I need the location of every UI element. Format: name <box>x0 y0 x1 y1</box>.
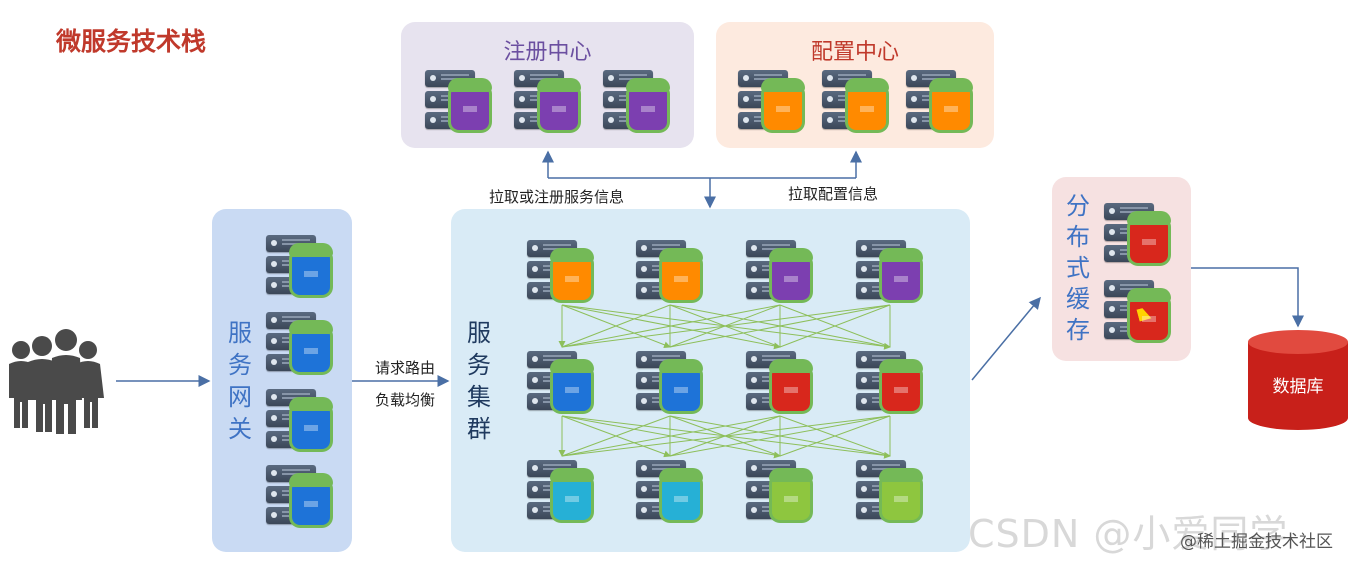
cache-title-char: 分 <box>1066 192 1090 220</box>
gateway-title: 服 务 网 关 <box>226 317 254 445</box>
cluster-server <box>527 460 594 524</box>
service-mesh-lines <box>558 304 891 459</box>
cache-server <box>1104 280 1171 344</box>
gateway-title-char: 网 <box>228 383 252 411</box>
cluster-server <box>527 240 594 304</box>
cluster-server <box>746 460 813 524</box>
cluster-server <box>746 351 813 415</box>
gateway-server <box>266 389 333 453</box>
database-label: 数据库 <box>1272 377 1324 397</box>
registry-server <box>425 70 492 134</box>
users-icon <box>9 329 104 434</box>
registry-server <box>514 70 581 134</box>
pull-config-label: 拉取配置信息 <box>788 185 879 203</box>
route-label-line2: 负载均衡 <box>375 391 436 409</box>
config-server <box>906 70 973 134</box>
diagram-title: 微服务技术栈 <box>56 27 207 56</box>
cluster-title-char: 群 <box>467 415 491 443</box>
cluster-title-char: 集 <box>467 383 491 411</box>
cache-title-char: 缓 <box>1066 285 1090 313</box>
cluster-server <box>636 240 703 304</box>
pull-register-label: 拉取或注册服务信息 <box>489 188 625 206</box>
gateway-server <box>266 235 333 299</box>
gateway-server <box>266 465 333 529</box>
gateway-title-char: 务 <box>228 351 252 379</box>
config-center-panel: 配置中心 <box>716 22 994 148</box>
registry-server <box>603 70 670 134</box>
cluster-title-char: 务 <box>467 351 491 379</box>
csdn-watermark: CSDN @小爱同学 <box>968 512 1289 556</box>
cluster-server <box>856 351 923 415</box>
cluster-title: 服 务 集 群 <box>465 317 493 445</box>
cache-title-char: 存 <box>1066 316 1090 344</box>
config-server <box>738 70 805 134</box>
config-server <box>822 70 889 134</box>
cache-title-char: 布 <box>1066 223 1090 251</box>
cache-server <box>1104 203 1171 267</box>
juejin-watermark: @稀土掘金技术社区 <box>1180 532 1333 552</box>
cache-title: 分 布 式 缓 存 <box>1064 191 1092 346</box>
registry-center-panel: 注册中心 <box>401 22 694 148</box>
gateway-server <box>266 312 333 376</box>
cluster-server <box>746 240 813 304</box>
cluster-server <box>527 351 594 415</box>
cluster-server <box>636 460 703 524</box>
cluster-server <box>856 460 923 524</box>
cache-title-char: 式 <box>1066 254 1090 282</box>
cluster-server <box>856 240 923 304</box>
database-cylinder: 数据库 <box>1248 330 1348 430</box>
distributed-cache-panel: 分 布 式 缓 存 <box>1052 177 1191 361</box>
cache-to-database-arrow <box>1191 267 1304 328</box>
gateway-title-char: 关 <box>228 415 252 443</box>
cluster-server <box>636 351 703 415</box>
gateway-panel: 服 务 网 关 <box>212 209 352 552</box>
cluster-to-cache-arrow <box>971 296 1041 381</box>
route-label-line1: 请求路由 <box>375 359 436 377</box>
registry-center-title: 注册中心 <box>503 40 592 65</box>
gateway-title-char: 服 <box>228 319 252 347</box>
cluster-title-char: 服 <box>467 319 491 347</box>
config-center-title: 配置中心 <box>810 40 899 65</box>
